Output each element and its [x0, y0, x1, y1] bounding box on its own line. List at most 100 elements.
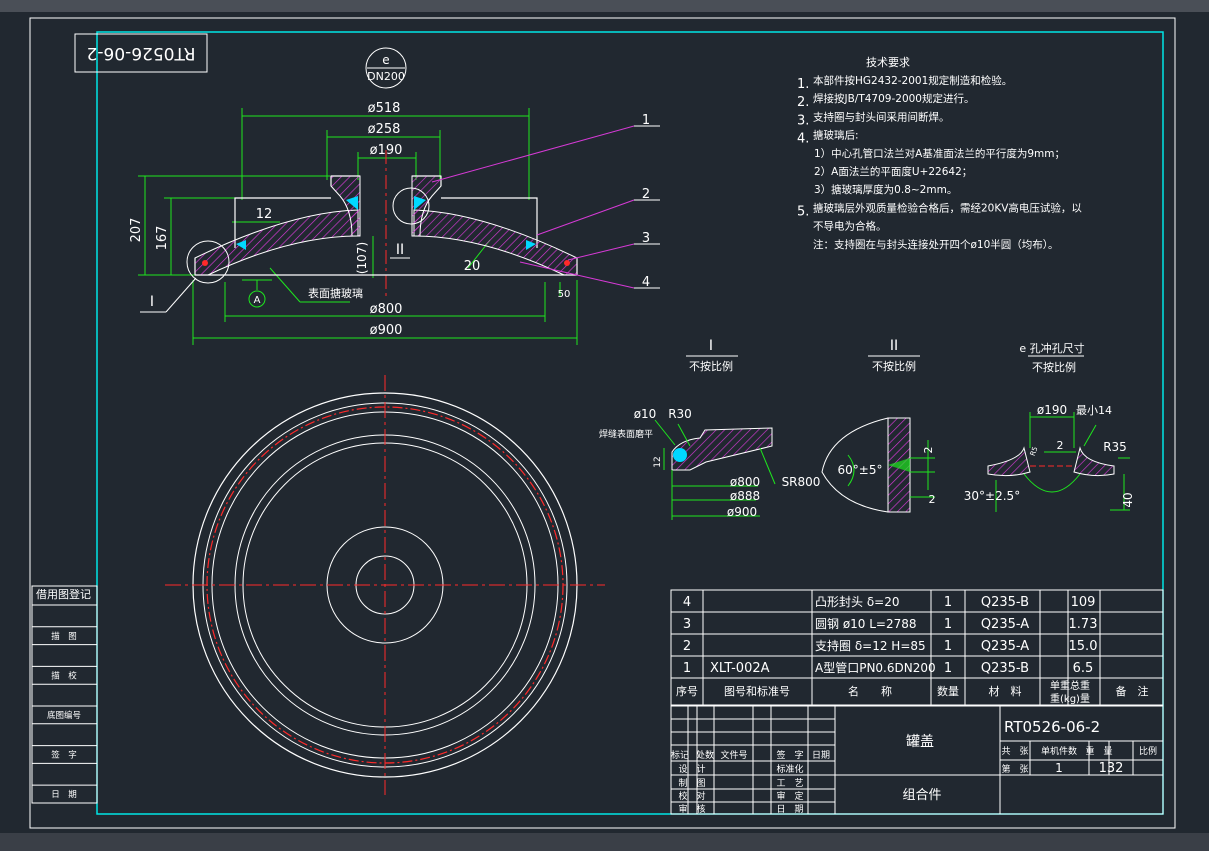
dim-800: ø800 [370, 302, 403, 317]
tb-total-sheets: 共 张 [1001, 746, 1028, 757]
tech-item-text: 搪玻璃后: [813, 129, 859, 142]
tb-weight: 132 [1099, 761, 1124, 776]
sig-row-left: 审 核 [678, 803, 705, 815]
tb-part-count: 1 [1055, 761, 1063, 775]
bom-weight: 15.0 [1069, 639, 1098, 654]
sig-header: 标记 [671, 749, 689, 761]
tech-item-num: 5. [797, 204, 809, 219]
bom-h-remark: 备 注 [1116, 684, 1149, 698]
plan-view [165, 375, 605, 795]
side-table-row: 日 期 [51, 790, 77, 800]
side-table-row: 签 字 [51, 750, 77, 761]
d2-angle: 60°±5° [838, 463, 883, 477]
bom-no: 4 [683, 595, 691, 610]
tech-item-num: 2. [797, 95, 809, 110]
bom-qty: 1 [944, 639, 952, 654]
dim-20: 20 [464, 259, 481, 274]
sig-row-left: 设 计 [678, 763, 705, 775]
tech-item-text: 本部件按HG2432-2001规定制造和检验。 [813, 74, 1012, 87]
dim-207: 207 [129, 218, 144, 243]
d3-2: 2 [1057, 439, 1064, 452]
inner-frame [96, 31, 1164, 815]
dim-107: (107) [355, 242, 369, 274]
bom-material: Q235-B [981, 595, 1029, 610]
tb-sheet: 第 张 [1001, 763, 1028, 775]
window-bottom-bar [0, 833, 1209, 851]
sig-header: 日期 [812, 750, 830, 761]
d1-sr800: SR800 [782, 475, 821, 489]
part-leaders: 1 2 3 4 [431, 113, 660, 290]
dim-167: 167 [155, 226, 170, 251]
side-table-row: 底图编号 [47, 710, 81, 721]
d1-d800: ø800 [730, 475, 760, 489]
bom-h-unit-total-1: 单重总重 [1050, 679, 1090, 692]
d3-r35: R35 [1103, 440, 1127, 454]
label-roman-2: II [396, 242, 404, 258]
dim-258: ø258 [368, 122, 401, 137]
d1-d888: ø888 [730, 489, 760, 503]
tech-title: 技术要求 [866, 56, 910, 69]
sig-header: 文件号 [720, 749, 747, 761]
bom-no: 2 [683, 639, 691, 654]
tb-part-count-h: 单机件数 [1041, 745, 1077, 757]
side-table-row: 描 图 [51, 631, 77, 642]
tech-item-text: 2）A面法兰的平面度U+22642； [814, 165, 972, 178]
bom-weight: 6.5 [1073, 661, 1094, 676]
bom-qty: 1 [944, 595, 952, 610]
detail-e-scale: 不按比例 [1032, 360, 1076, 374]
bom-h-qty: 数量 [937, 685, 959, 698]
bom-material: Q235-B [981, 661, 1029, 676]
d3-d190: ø190 [1037, 403, 1067, 417]
sig-row-mid: 标准化 [776, 763, 803, 775]
d3-min14: 最小14 [1076, 404, 1112, 417]
tech-item-text: 1）中心孔管口法兰对A基准面法兰的平行度为9mm； [814, 147, 1065, 160]
e-tag: e DN200 [365, 47, 407, 89]
d1-phi10: ø10 [634, 407, 657, 421]
detail-1: I 不按比例 ø10 R30 焊缝表面磨平 12 ø800 ø888 ø900 … [599, 338, 820, 520]
sig-row-left: 制 图 [678, 777, 705, 789]
dim-900: ø900 [370, 323, 403, 338]
bom-qty: 1 [944, 617, 952, 632]
sig-row-mid: 工 艺 [776, 778, 803, 789]
bom-weight: 1.73 [1069, 617, 1098, 632]
bom-qty: 1 [944, 661, 952, 676]
bom-no: 3 [683, 617, 691, 632]
detail-1-title: I [709, 338, 713, 354]
bom-h-name: 名 称 [848, 684, 892, 698]
bom-h-unit-total-2: 重(kg)量 [1050, 692, 1090, 705]
leader-2: 2 [642, 187, 650, 202]
dim-12: 12 [256, 207, 273, 222]
sig-header: 处数 [696, 749, 714, 761]
detail-e: e 孔冲孔尺寸 不按比例 ø190 最小14 2 R35 30°±2.5° 40… [964, 341, 1135, 512]
window-top-bar [0, 0, 1209, 12]
bom-h-code: 图号和标准号 [724, 684, 790, 698]
d2-2a: 2 [922, 447, 935, 454]
d1-r30: R30 [668, 407, 692, 421]
detail-2-title: II [890, 338, 898, 354]
tb-weight-h: 重 量 [1085, 745, 1112, 757]
tech-item-text: 注：支持圈在与封头连接处开四个ø10半圆（均布）。 [813, 238, 1059, 251]
e-tag-size: DN200 [367, 70, 405, 83]
sig-header: 签 字 [776, 749, 803, 761]
side-table-title: 借用图登记 [36, 587, 91, 601]
bom-code: XLT-002A [710, 661, 770, 676]
bom-name: 支持圈 δ=12 H=85 [815, 638, 926, 653]
sig-row-mid: 审 定 [776, 790, 803, 802]
part-name: 罐盖 [906, 734, 934, 750]
d3-40: 40 [1121, 492, 1135, 507]
detail-2-scale: 不按比例 [872, 359, 916, 373]
rotated-number-box: RT0526-06-2 [74, 33, 208, 73]
detail-e-title: e 孔冲孔尺寸 [1019, 341, 1084, 355]
tech-item-text: 支持圈与封头间采用间断焊。 [813, 110, 950, 123]
dim-angle-50: 50 [558, 289, 571, 300]
tech-item-num: 1. [797, 77, 809, 92]
d2-2b: 2 [929, 493, 936, 506]
bom-material: Q235-A [981, 617, 1029, 632]
tech-item-num: 4. [797, 132, 809, 147]
bom-name: 圆钢 ø10 L=2788 [815, 617, 917, 631]
dim-518: ø518 [368, 101, 401, 116]
